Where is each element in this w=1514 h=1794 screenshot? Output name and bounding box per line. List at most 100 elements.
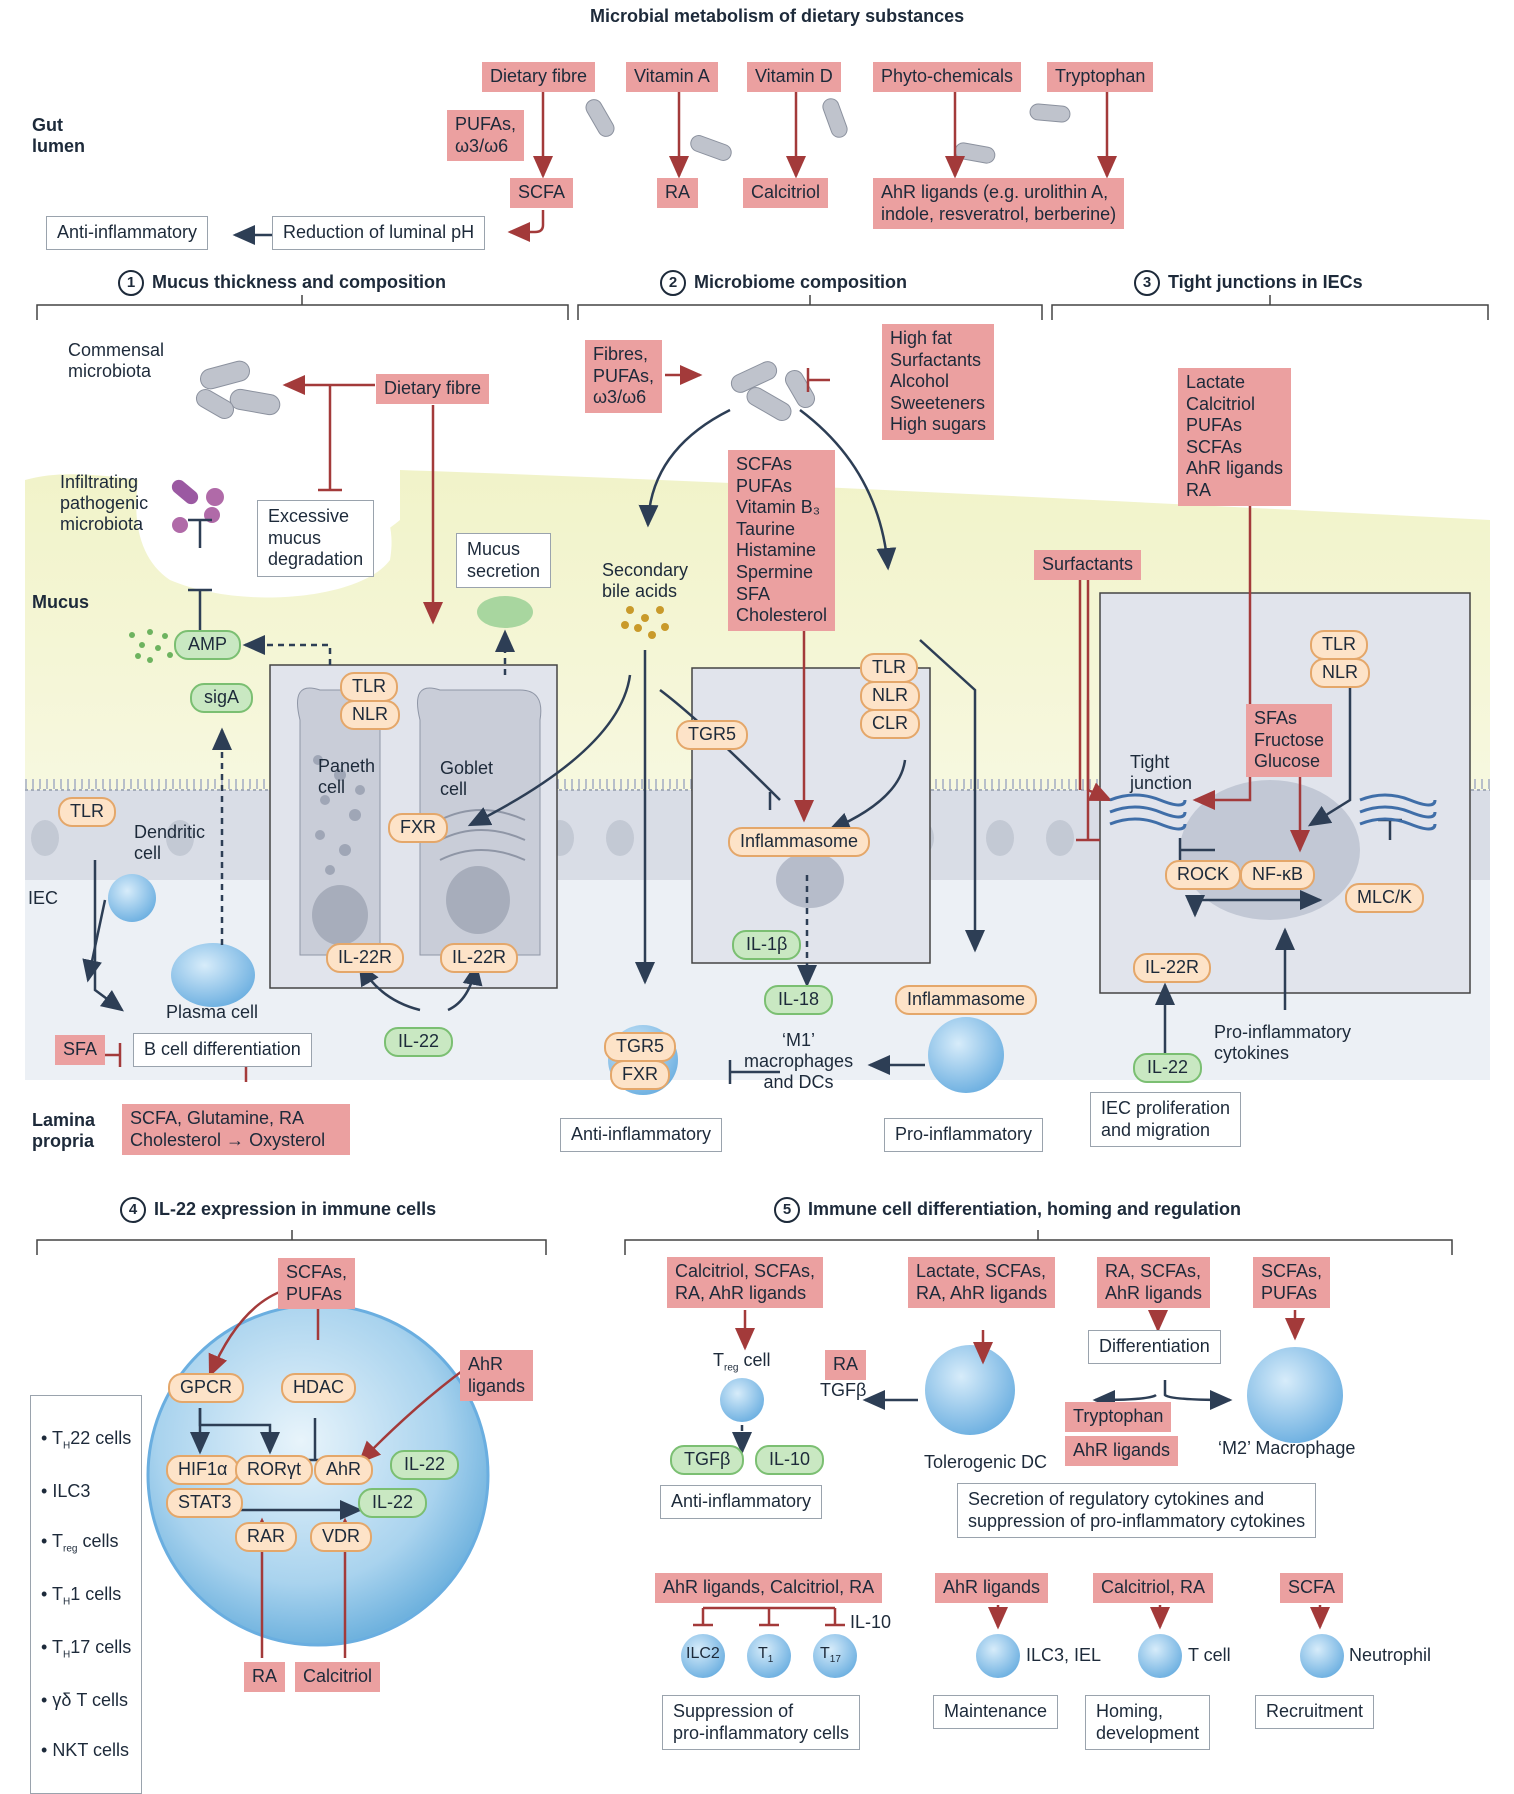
il22-pill-p4b: IL-22: [358, 1488, 428, 1518]
nfkb-pill: NF-κB: [1240, 860, 1315, 890]
th17-label: T17: [820, 1645, 841, 1666]
cell-types-list: • TH22 cells • ILC3 • Treg cells • TH1 c…: [30, 1395, 143, 1794]
t-cell-label: T cell: [1188, 1645, 1231, 1665]
region-lamina-propria: Lamina propria: [32, 1110, 96, 1152]
pro-inflammatory-p2: Pro-inflammatory: [884, 1118, 1044, 1152]
il22r-pill-p3: IL-22R: [1133, 953, 1212, 983]
input-phytochemicals: Phyto-chemicals: [873, 62, 1022, 92]
ra-box-p4: RA: [244, 1662, 286, 1692]
input-vitamin-a: Vitamin A: [626, 62, 718, 92]
ra-box-p5: RA: [825, 1350, 867, 1380]
nlr-pill-p2: NLR: [860, 681, 921, 711]
iec-proliferation-box: IEC proliferation and migration: [1090, 1092, 1242, 1148]
reduction-luminal-ph: Reduction of luminal pH: [272, 216, 486, 250]
calcitriol-scfas-box: Calcitriol, SCFAs, RA, AhR ligands: [667, 1257, 824, 1309]
neutrophil-label: Neutrophil: [1349, 1645, 1432, 1665]
product-scfa: SCFA: [510, 178, 574, 208]
sfa-box: SFA: [55, 1035, 106, 1065]
secretion-box: Secretion of regulatory cytokines and su…: [957, 1483, 1317, 1539]
stat3-pill: STAT3: [166, 1488, 244, 1518]
mucus-secretion-box: Mucus secretion: [456, 533, 552, 589]
th1-label: T1: [758, 1645, 774, 1666]
tlr-pill-p2: TLR: [860, 653, 919, 683]
amp-pill: AMP: [174, 630, 242, 660]
mlck-pill: MLC/K: [1345, 883, 1425, 913]
scfas-pufas-box-p5: SCFAs, PUFAs: [1253, 1257, 1331, 1309]
il10-text: IL-10: [850, 1612, 892, 1632]
tgr5-pill: TGR5: [676, 720, 749, 750]
cell-type-th22: • TH22 cells: [41, 1428, 132, 1452]
siga-pill: sigA: [190, 683, 254, 713]
gpcr-pill: GPCR: [168, 1373, 245, 1403]
page-title: Microbial metabolism of dietary substanc…: [590, 6, 965, 26]
suppression-box: Suppression of pro-inflammatory cells: [662, 1695, 861, 1751]
anti-inflammatory-p2: Anti-inflammatory: [560, 1118, 723, 1152]
tlr-pill-p1: TLR: [340, 672, 399, 702]
excessive-degradation-box: Excessive mucus degradation: [257, 500, 375, 577]
inflammasome-pill: Inflammasome: [728, 827, 871, 857]
rar-pill: RAR: [235, 1522, 298, 1552]
cell-type-nkt: • NKT cells: [41, 1740, 129, 1761]
input-dietary-fibre: Dietary fibre: [482, 62, 596, 92]
m1-label: ‘M1’ macrophages and DCs: [744, 1030, 854, 1093]
goblet-label: Goblet cell: [440, 758, 494, 800]
clr-pill-p2: CLR: [860, 709, 921, 739]
tight-junction-label: Tight junction: [1130, 752, 1193, 794]
scfas-list-box: SCFAs PUFAs Vitamin B₃ Taurine Histamine…: [728, 450, 836, 631]
rorgt-pill: RORγt: [235, 1455, 313, 1485]
ahr-ligands-box-p5: AhR ligands: [1065, 1436, 1179, 1466]
ahr-ligands-box-b: AhR ligands: [935, 1573, 1049, 1603]
il1b-pill: IL-1β: [732, 930, 802, 960]
nlr-pill-p1: NLR: [340, 700, 401, 730]
tgfb-text: TGFβ: [820, 1380, 867, 1400]
rock-pill: ROCK: [1165, 860, 1242, 890]
hdac-pill: HDAC: [281, 1373, 357, 1403]
fibres-box: Fibres, PUFAs, ω3/ω6: [585, 340, 663, 413]
calc-ra-box: Calcitriol, RA: [1093, 1573, 1214, 1603]
commensal-label: Commensal microbiota: [68, 340, 165, 382]
treg-label: Treg cell: [713, 1350, 771, 1374]
anti-inflammatory-p5: Anti-inflammatory: [660, 1485, 823, 1519]
maintenance-box: Maintenance: [933, 1695, 1059, 1729]
nutrients-box: SCFA, Glutamine, RA Cholesterol → Oxyste…: [122, 1104, 350, 1156]
region-mucus: Mucus: [32, 592, 90, 612]
mucus-secretion-blob: [477, 596, 533, 628]
fxr-pill-p1: FXR: [388, 813, 448, 843]
cell-type-treg: • Treg cells: [41, 1531, 119, 1555]
il22-pill-p3: IL-22: [1133, 1053, 1203, 1083]
product-calcitriol: Calcitriol: [743, 178, 829, 208]
cell-type-th17: • TH17 cells: [41, 1636, 132, 1661]
inflammasome-pill-2: Inflammasome: [895, 985, 1038, 1015]
il22-pill-p1: IL-22: [384, 1027, 454, 1057]
plasma-cell-shape: [171, 943, 255, 1007]
paneth-label: Paneth cell: [318, 756, 376, 798]
il10-pill: IL-10: [755, 1445, 825, 1475]
product-ahr-ligands: AhR ligands (e.g. urolithin A, indole, r…: [873, 178, 1125, 230]
cell-type-gdt: • γδ T cells: [41, 1689, 129, 1710]
recruitment-box: Recruitment: [1255, 1695, 1375, 1729]
ahr-ligands-box-p4: AhR ligands: [460, 1350, 534, 1402]
tlr-left-pill: TLR: [58, 797, 117, 827]
vdr-pill: VDR: [310, 1522, 373, 1552]
ahr-calc-ra-box: AhR ligands, Calcitriol, RA: [655, 1573, 883, 1603]
high-fat-box: High fat Surfactants Alcohol Sweeteners …: [882, 324, 995, 440]
input-pufas: PUFAs, ω3/ω6: [447, 110, 525, 162]
nlr-pill-p3: NLR: [1310, 658, 1371, 688]
tgfb-pill: TGFβ: [670, 1445, 745, 1475]
fxr-pill-b: FXR: [610, 1060, 670, 1090]
tlr-pill-p3: TLR: [1310, 630, 1369, 660]
lactate-box: Lactate Calcitriol PUFAs SCFAs AhR ligan…: [1178, 368, 1292, 506]
il22-pill-p4a: IL-22: [390, 1450, 460, 1480]
lactate-scfas-box: Lactate, SCFAs, RA, AhR ligands: [908, 1257, 1056, 1309]
secondary-bile-label: Secondary bile acids: [602, 560, 689, 602]
sfas-box: SFAs Fructose Glucose: [1246, 704, 1333, 777]
dendritic-cell-shape: [108, 874, 156, 922]
product-ra: RA: [657, 178, 699, 208]
tgr5-pill-b: TGR5: [604, 1032, 677, 1062]
anti-inflammatory-top: Anti-inflammatory: [46, 216, 209, 250]
